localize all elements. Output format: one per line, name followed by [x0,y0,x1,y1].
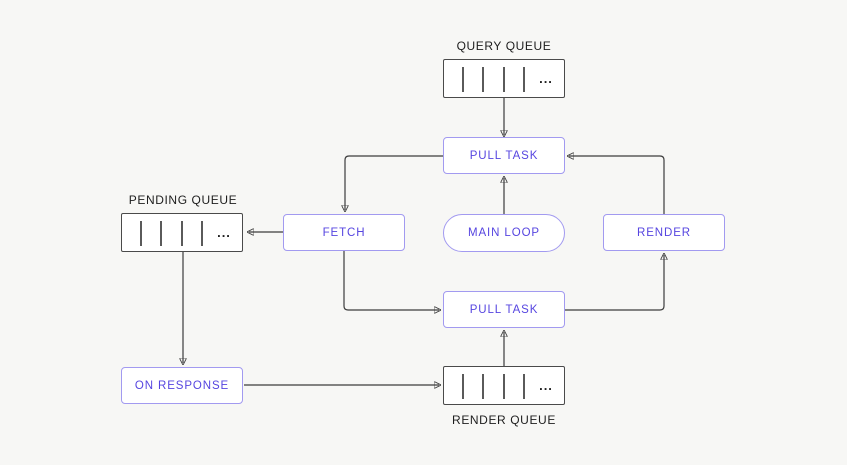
queue-slot [482,67,484,92]
queue-slot [523,67,525,92]
node-fetch: FETCH [283,214,405,251]
queue-slot [482,374,484,399]
pending-queue-box: ... [121,213,243,252]
queue-ellipsis: ... [539,71,553,86]
queue-slot [140,221,142,246]
query-queue-label: QUERY QUEUE [456,39,552,53]
edge-pull-task-top-to-fetch [345,155,443,210]
node-render: RENDER [603,214,725,251]
queue-slot [181,221,183,246]
node-pull-task-top: PULL TASK [443,137,565,174]
queue-slot [503,374,505,399]
queue-ellipsis: ... [539,378,553,393]
queue-slot [462,374,464,399]
edge-render-to-pull-task-top [569,156,665,214]
queue-slot [462,67,464,92]
queue-slot [201,221,203,246]
node-on-response: ON RESPONSE [121,367,243,404]
node-main-loop: MAIN LOOP [443,214,565,252]
node-pull-task-bottom: PULL TASK [443,291,565,328]
queue-slot [160,221,162,246]
render-queue-label: RENDER QUEUE [452,413,556,427]
query-queue-box: ... [443,59,565,98]
edge-fetch-to-pull-task-bottom [343,251,439,310]
render-queue-box: ... [443,366,565,405]
queue-slot [503,67,505,92]
queue-slot [523,374,525,399]
queue-ellipsis: ... [217,225,231,240]
edge-pull-task-bottom-to-render [565,255,664,311]
pending-queue-label: PENDING QUEUE [128,193,238,207]
